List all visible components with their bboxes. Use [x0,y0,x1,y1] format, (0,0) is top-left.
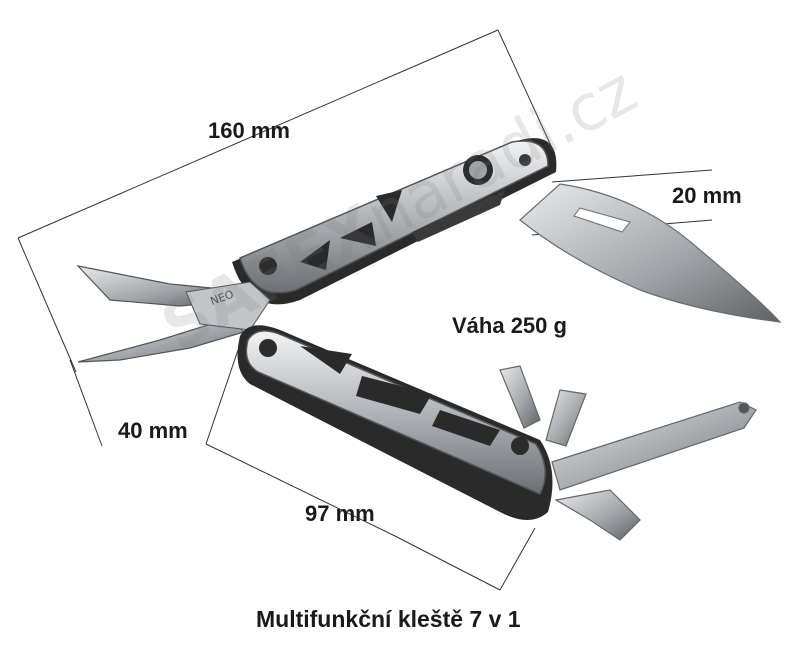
closed-length-label: 97 mm [305,501,375,526]
thickness-label: 20 mm [672,183,742,208]
upper-handle [232,138,557,305]
thickness-line-top [551,169,713,183]
length-dimension-line [17,29,499,239]
width-line-right [205,349,239,445]
folding-tools [499,365,757,541]
width-line-left [69,359,103,447]
pliers-jaws [76,265,271,363]
closed-length-line [205,443,396,537]
width-label: 40 mm [118,418,188,443]
product-caption: Multifunkční kleště 7 v 1 [256,606,521,632]
lower-handle [237,325,553,520]
svg-text:NEO: NEO [210,288,236,308]
length-label: 160 mm [208,118,290,143]
neo-logo: NEO [210,288,236,308]
weight-label: Váha 250 g [452,313,567,338]
